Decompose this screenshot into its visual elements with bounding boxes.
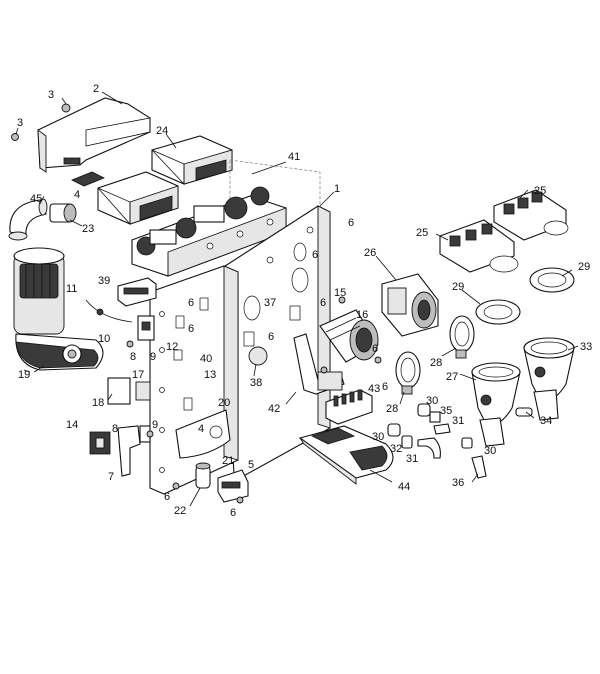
callout-25: 25 [416, 227, 428, 239]
small-fittings-part [387, 403, 533, 479]
callout-6: 6 [372, 343, 378, 355]
top-cover-part [11, 97, 151, 173]
callout-2: 2 [93, 83, 99, 95]
brew-funnel-rear-part [523, 337, 575, 421]
callout-4: 4 [198, 423, 204, 435]
callout-1: 1 [334, 183, 340, 195]
callout-13: 13 [204, 369, 216, 381]
callout-30: 30 [372, 431, 384, 443]
callout-6: 6 [188, 323, 194, 335]
callout-29: 29 [452, 281, 464, 293]
callout-42: 42 [268, 403, 280, 415]
callout-6: 6 [348, 217, 354, 229]
callout-16: 16 [356, 309, 368, 321]
callout-27: 27 [446, 371, 458, 383]
callout-15: 15 [334, 287, 346, 299]
brew-funnel-front-part [471, 362, 521, 447]
callout-21: 21 [222, 455, 234, 467]
grinder-rail-assembly-part [131, 186, 287, 277]
callout-38: 38 [250, 377, 262, 389]
control-panel-part [298, 425, 394, 485]
callout-20: 20 [218, 397, 230, 409]
callout-31: 31 [452, 415, 464, 427]
callout-6: 6 [382, 381, 388, 393]
support-bracket-part [293, 333, 345, 395]
callout-11: 11 [66, 283, 77, 295]
callout-18: 18 [92, 397, 104, 409]
callout-17: 17 [132, 369, 144, 381]
callout-12: 12 [166, 341, 178, 353]
callout-22: 22 [174, 505, 186, 517]
callout-labels: 1 2 3 3 4 4 5 6 6 6 6 6 6 6 6 6 6 7 8 8 … [17, 83, 592, 519]
left-frame-plate-part [149, 265, 268, 495]
callout-41: 41 [288, 151, 300, 163]
retaining-clamps-part [395, 315, 475, 395]
clamp-rings-part [475, 267, 575, 325]
callout-19: 19 [18, 369, 30, 381]
callout-8: 8 [112, 423, 118, 435]
callout-7: 7 [108, 471, 114, 483]
callout-36: 36 [452, 477, 464, 489]
callout-6: 6 [320, 297, 326, 309]
callout-28: 28 [430, 357, 442, 369]
pump-motor-part [319, 296, 382, 364]
callout-4: 4 [74, 189, 80, 201]
callout-24: 24 [156, 125, 168, 137]
lower-fittings-part [172, 462, 249, 504]
callout-31: 31 [406, 453, 418, 465]
callout-23: 23 [82, 223, 94, 235]
callout-8: 8 [130, 351, 136, 363]
leader-lines [15, 91, 579, 507]
callout-9: 9 [150, 351, 156, 363]
callout-40: 40 [200, 353, 212, 365]
canister-assembly-part [13, 247, 104, 371]
drive-motor-part [381, 273, 439, 337]
callout-30: 30 [484, 445, 496, 457]
callout-9: 9 [152, 419, 158, 431]
callout-34: 34 [540, 415, 552, 427]
callout-6: 6 [188, 297, 194, 309]
callout-10: 10 [98, 333, 110, 345]
callout-32: 32 [390, 443, 402, 455]
callout-6: 6 [164, 491, 170, 503]
callout-28: 28 [386, 403, 398, 415]
callout-5: 5 [248, 459, 254, 471]
bracket-cluster-part [85, 277, 157, 477]
callout-26: 26 [364, 247, 376, 259]
duct-lower-part [71, 171, 179, 226]
terminal-block-part [325, 389, 373, 425]
tray-upper-part [493, 189, 569, 241]
callout-39: 39 [98, 275, 110, 287]
elbow-pipe-part [8, 198, 77, 241]
callout-45: 45 [30, 193, 42, 205]
tray-lower-part [439, 219, 519, 273]
callout-14: 14 [66, 419, 78, 431]
callout-25: 25 [534, 185, 546, 197]
callout-33: 33 [580, 341, 592, 353]
callout-6: 6 [268, 331, 274, 343]
callout-44: 44 [398, 481, 410, 493]
callout-30: 30 [426, 395, 438, 407]
callout-6: 6 [312, 249, 318, 261]
callout-3: 3 [17, 117, 23, 129]
callout-37: 37 [264, 297, 276, 309]
callout-43: 43 [368, 383, 380, 395]
callout-6: 6 [230, 507, 236, 519]
callout-35: 35 [440, 405, 452, 417]
callout-3: 3 [48, 89, 54, 101]
duct-upper-part [151, 135, 233, 186]
callout-29: 29 [578, 261, 590, 273]
